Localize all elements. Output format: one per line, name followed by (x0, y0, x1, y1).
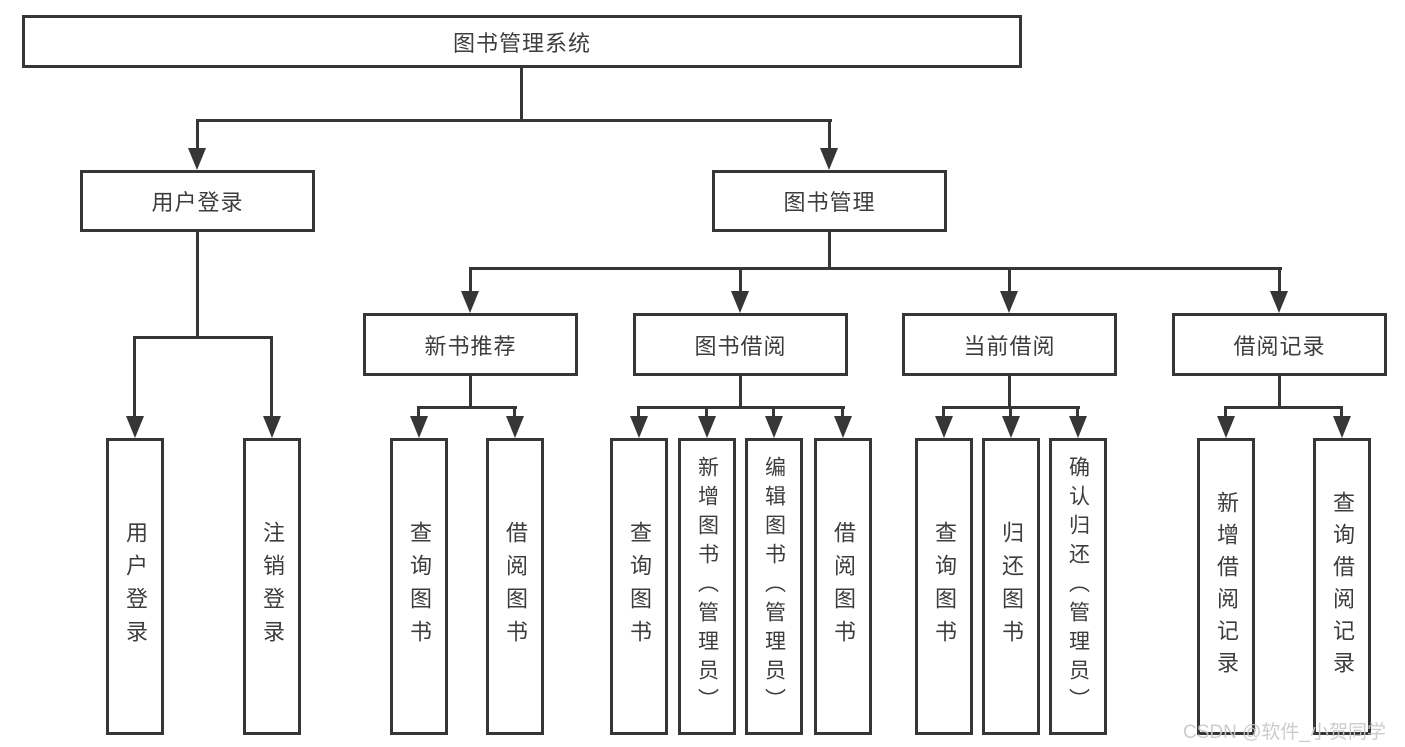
arrow-down-icon (1333, 416, 1351, 438)
arrow-down-icon (1002, 416, 1020, 438)
leaf-records-add-borrow-record-label: 新增借阅记录 (1214, 490, 1239, 683)
connector-line (1278, 267, 1281, 293)
node-borrowing-records: 借阅记录 (1172, 313, 1387, 376)
node-book-borrowing: 图书借阅 (633, 313, 848, 376)
connector-line (828, 232, 831, 270)
arrow-down-icon (506, 416, 524, 438)
connector-line (133, 336, 136, 418)
node-book-management: 图书管理 (712, 170, 947, 232)
connector-line (1008, 376, 1011, 409)
connector-line (637, 406, 640, 418)
arrow-down-icon (820, 148, 838, 170)
leaf-user-login-label: 用户登录 (123, 520, 148, 653)
connector-line (513, 406, 516, 418)
connector-line (196, 119, 832, 122)
leaf-borrowing-borrow-books: 借阅图书 (814, 438, 872, 735)
leaf-borrowing-borrow-books-label: 借阅图书 (831, 520, 856, 653)
csdn-watermark: CSDN @软件_小贺同学 (1183, 722, 1386, 743)
connector-line (739, 267, 742, 293)
connector-line (1278, 376, 1281, 409)
node-user-login: 用户登录 (80, 170, 315, 232)
node-borrowing-records-label: 借阅记录 (1233, 333, 1326, 359)
connector-line (772, 406, 775, 418)
leaf-borrowing-add-books-admin: 新增图书（管理员） (678, 438, 736, 735)
leaf-current-return-books: 归还图书 (982, 438, 1040, 735)
arrow-down-icon (188, 148, 206, 170)
leaf-user-login: 用户登录 (106, 438, 164, 735)
connector-line (520, 68, 523, 122)
connector-line (270, 336, 273, 418)
connector-line (1340, 406, 1343, 418)
leaf-logout-login-label: 注销登录 (260, 520, 285, 653)
node-new-book-recommend: 新书推荐 (363, 313, 578, 376)
node-current-borrowing: 当前借阅 (902, 313, 1117, 376)
arrow-down-icon (935, 416, 953, 438)
arrow-down-icon (1270, 291, 1288, 313)
arrow-down-icon (731, 291, 749, 313)
connector-line (133, 336, 273, 339)
leaf-current-query-books-label: 查询图书 (932, 520, 957, 653)
node-root-label: 图书管理系统 (452, 30, 591, 56)
connector-line (841, 406, 844, 418)
arrow-down-icon (263, 416, 281, 438)
arrow-down-icon (698, 416, 716, 438)
leaf-logout-login: 注销登录 (243, 438, 301, 735)
arrow-down-icon (1069, 416, 1087, 438)
node-book-borrowing-label: 图书借阅 (694, 333, 787, 359)
leaf-recommend-query-books-label: 查询图书 (407, 520, 432, 653)
connector-line (1224, 406, 1343, 409)
leaf-borrowing-add-books-admin-label: 新增图书（管理员） (695, 456, 719, 717)
leaf-current-confirm-return-admin-label: 确认归还（管理员） (1066, 456, 1090, 717)
arrow-down-icon (1000, 291, 1018, 313)
leaf-current-query-books: 查询图书 (915, 438, 973, 735)
node-user-login-label: 用户登录 (151, 190, 244, 215)
node-new-book-recommend-label: 新书推荐 (424, 333, 517, 359)
leaf-records-add-borrow-record: 新增借阅记录 (1197, 438, 1255, 735)
node-root: 图书管理系统 (22, 15, 1022, 68)
leaf-records-query-borrow-record: 查询借阅记录 (1313, 438, 1371, 735)
connector-line (196, 119, 199, 150)
connector-line (637, 406, 845, 409)
leaf-recommend-borrow-books: 借阅图书 (486, 438, 544, 735)
connector-line (942, 406, 945, 418)
node-book-management-label: 图书管理 (783, 190, 876, 215)
connector-line (739, 376, 742, 409)
leaf-records-query-borrow-record-label: 查询借阅记录 (1330, 490, 1355, 683)
connector-line (1076, 406, 1079, 418)
connector-line (1224, 406, 1227, 418)
leaf-recommend-query-books: 查询图书 (390, 438, 448, 735)
connector-line (469, 376, 472, 409)
leaf-current-return-books-label: 归还图书 (999, 520, 1024, 653)
connector-line (469, 267, 472, 293)
connector-line (417, 406, 517, 409)
arrow-down-icon (126, 416, 144, 438)
arrow-down-icon (410, 416, 428, 438)
leaf-borrowing-query-books: 查询图书 (610, 438, 668, 735)
leaf-borrowing-query-books-label: 查询图书 (627, 520, 652, 653)
leaf-recommend-borrow-books-label: 借阅图书 (503, 520, 528, 653)
arrow-down-icon (461, 291, 479, 313)
leaf-borrowing-edit-books-admin-label: 编辑图书（管理员） (762, 456, 786, 717)
arrow-down-icon (765, 416, 783, 438)
connector-line (705, 406, 708, 418)
connector-line (1009, 406, 1012, 418)
connector-line (417, 406, 420, 418)
connector-line (469, 267, 1282, 270)
node-current-borrowing-label: 当前借阅 (963, 333, 1056, 359)
leaf-current-confirm-return-admin: 确认归还（管理员） (1049, 438, 1107, 735)
connector-line (1008, 267, 1011, 293)
leaf-borrowing-edit-books-admin: 编辑图书（管理员） (745, 438, 803, 735)
arrow-down-icon (630, 416, 648, 438)
arrow-down-icon (834, 416, 852, 438)
connector-line (828, 119, 831, 150)
connector-line (196, 232, 199, 339)
arrow-down-icon (1217, 416, 1235, 438)
